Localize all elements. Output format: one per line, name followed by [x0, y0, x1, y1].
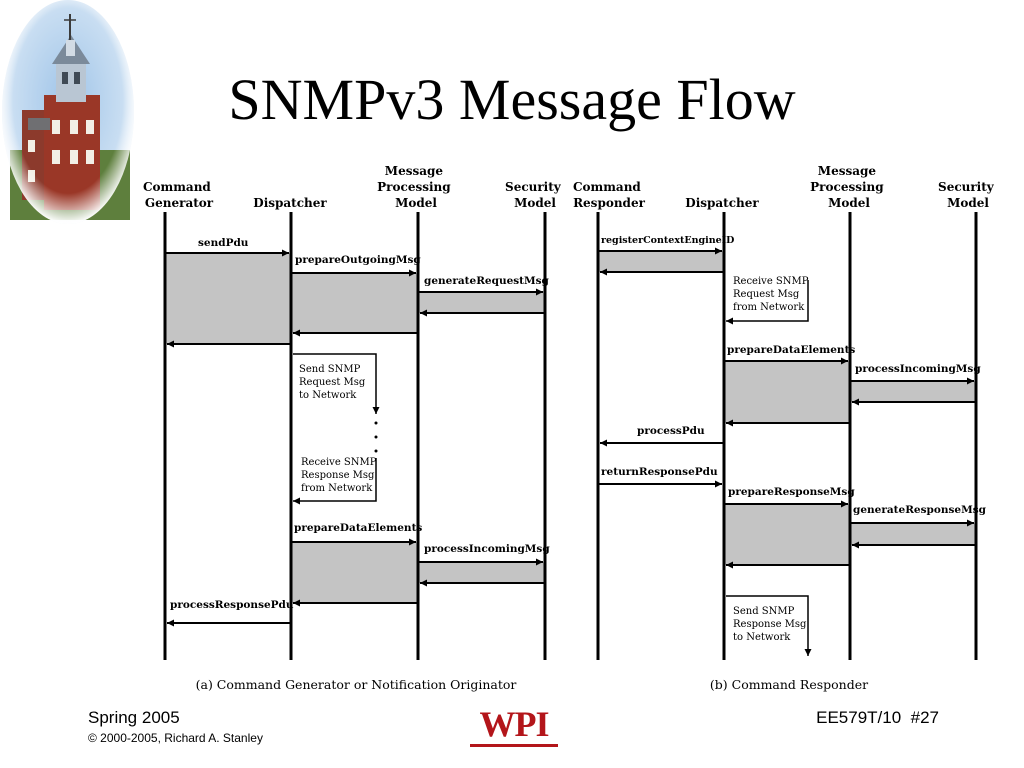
header-mpm-b: Message Processing Model — [810, 164, 888, 210]
note-send-response: Send SNMP Response Msg to Network — [733, 606, 810, 643]
footer-season: Spring 2005 — [88, 708, 180, 727]
header-security-b: Security Model — [938, 180, 998, 210]
processing-block — [291, 273, 418, 333]
footer-course: EE579T/10 — [816, 708, 902, 727]
footer-left: Spring 2005 © 2000-2005, Richard A. Stan… — [88, 708, 263, 745]
msg-prepareOutgoingMsg: prepareOutgoingMsg — [295, 254, 421, 266]
processing-block — [724, 504, 850, 565]
header-dispatcher-b: Dispatcher — [685, 196, 759, 210]
processing-block — [165, 253, 291, 344]
processing-block — [418, 291, 545, 313]
msg-prepareDataElements-b: prepareDataElements — [727, 344, 855, 356]
building-photo — [2, 0, 134, 224]
msg-generateRequestMsg: generateRequestMsg — [424, 275, 550, 287]
ellipsis-dot — [374, 435, 378, 439]
footer-slide-number: #27 — [910, 708, 939, 727]
header-command-generator: Command Generator — [143, 180, 215, 210]
arrow-send-network-a — [293, 353, 380, 414]
msg-processIncomingMsg-a: processIncomingMsg — [424, 543, 550, 555]
ellipsis-dot — [374, 421, 378, 425]
msg-registerContextEngineID: registerContextEngineID — [601, 235, 734, 246]
wpi-logo-text: WPI — [479, 704, 550, 744]
msg-processPdu: processPdu — [637, 425, 705, 437]
processing-block — [724, 361, 850, 423]
footer-right: EE579T/10 #27 — [816, 708, 939, 728]
diagram-part-a: Command Generator Dispatcher Message Pro… — [143, 164, 565, 692]
processing-block — [850, 381, 976, 402]
header-security-a: Security Model — [505, 180, 565, 210]
msg-returnResponsePdu: returnResponsePdu — [601, 466, 718, 478]
wpi-logo: WPI — [468, 704, 560, 750]
header-command-responder: Command Responder — [573, 180, 646, 210]
msg-processIncomingMsg-b: processIncomingMsg — [855, 363, 981, 375]
diagram-part-b: Command Responder Dispatcher Message Pro… — [573, 164, 998, 692]
processing-block — [418, 562, 545, 583]
header-dispatcher-a: Dispatcher — [253, 196, 327, 210]
message-flow-diagram: Command Generator Dispatcher Message Pro… — [143, 164, 998, 692]
arrow-send-network-b — [726, 595, 812, 656]
msg-generateResponseMsg: generateResponseMsg — [853, 504, 987, 516]
wpi-logo-underline — [470, 744, 558, 747]
msg-prepareDataElements-a: prepareDataElements — [294, 522, 422, 534]
caption-part-b: (b) Command Responder — [710, 677, 868, 692]
msg-processResponsePdu: processResponsePdu — [170, 599, 294, 611]
header-mpm-a: Message Processing Model — [377, 164, 455, 210]
ellipsis-dot — [374, 449, 378, 453]
note-receive-response: Receive SNMP Response Msg from Network — [301, 457, 380, 494]
processing-block — [850, 523, 976, 545]
note-send-request: Send SNMP Request Msg to Network — [299, 364, 369, 401]
note-receive-request: Receive SNMP Request Msg from Network — [733, 276, 812, 313]
msg-prepareResponseMsg: prepareResponseMsg — [728, 486, 855, 498]
processing-block — [598, 251, 723, 272]
caption-part-a: (a) Command Generator or Notification Or… — [196, 677, 517, 692]
footer-copyright: © 2000-2005, Richard A. Stanley — [88, 731, 263, 745]
msg-sendPdu: sendPdu — [198, 237, 249, 249]
arrow-receive-network-b — [726, 280, 809, 325]
arrow-receive-network-a — [293, 458, 377, 505]
processing-block — [291, 542, 418, 603]
slide-title: SNMPv3 Message Flow — [228, 67, 796, 132]
